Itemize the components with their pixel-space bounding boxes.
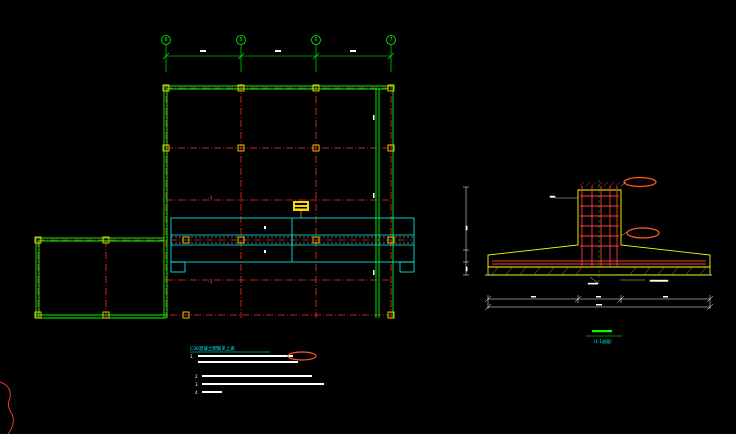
column xyxy=(34,311,42,319)
column xyxy=(237,236,245,244)
right-dimension-marks xyxy=(264,115,375,275)
column xyxy=(182,236,190,244)
column xyxy=(387,236,395,244)
axis-bubble-label-2: 5 xyxy=(239,37,242,43)
column xyxy=(182,311,190,319)
section-bottom-dimension xyxy=(484,295,714,311)
axis-bubble-label-1: 6 xyxy=(164,37,167,43)
top-dimension-line xyxy=(162,52,395,72)
column xyxy=(102,311,110,319)
section-mark-lower[interactable]: -1 xyxy=(208,279,213,285)
note-item-4: 4. xyxy=(195,390,199,395)
column xyxy=(312,84,320,92)
column-cap-hatch xyxy=(579,181,621,187)
columns xyxy=(34,84,395,319)
column xyxy=(312,144,320,152)
section-mark-upper[interactable]: -1 xyxy=(208,195,213,201)
column xyxy=(237,84,245,92)
cushion-hatch xyxy=(491,266,707,276)
axis-bubble-4[interactable]: 7 xyxy=(386,35,396,57)
axis-bubble-label-4: 7 xyxy=(389,37,392,43)
column xyxy=(34,236,42,244)
general-notes: C30混凝土配筋见上表 1. 2. 3. 4. xyxy=(190,345,324,395)
plan-tag xyxy=(293,201,309,218)
column xyxy=(387,144,395,152)
foundation-plan: 6 5 6 7 xyxy=(34,35,415,319)
note-item-1: 1. xyxy=(190,354,194,359)
column xyxy=(102,236,110,244)
column xyxy=(387,311,395,319)
section-dimension-values xyxy=(531,296,668,306)
revision-cloud-mid[interactable] xyxy=(626,227,660,239)
axis-grid xyxy=(37,84,412,318)
revision-cloud-notes[interactable] xyxy=(287,351,317,361)
foundation-beams xyxy=(170,217,415,273)
section-subtitle: (1-1剖面) xyxy=(594,338,612,344)
revision-cloud-top[interactable] xyxy=(623,176,657,188)
section-title-glyphs xyxy=(592,330,612,333)
footing-outline xyxy=(487,189,711,268)
note-item-3: 3. xyxy=(195,382,199,387)
section-height-dimension xyxy=(463,186,469,276)
axis-bubble-label-3: 6 xyxy=(314,37,317,43)
notes-title: C30混凝土配筋见上表 xyxy=(190,345,235,352)
axis-bubble-3[interactable]: 6 xyxy=(311,35,321,57)
hidden-lines xyxy=(171,236,414,244)
grid-axis-bubbles: 6 5 6 7 xyxy=(161,35,396,57)
column xyxy=(387,84,395,92)
column xyxy=(312,236,320,244)
column-rebar xyxy=(492,186,706,266)
wall-outline xyxy=(35,85,394,319)
arc-break-icon xyxy=(0,381,14,434)
axis-bubble-1[interactable]: 6 xyxy=(161,35,171,57)
column xyxy=(162,84,170,92)
column xyxy=(237,144,245,152)
section-leaders xyxy=(549,195,669,285)
note-item-2: 2. xyxy=(195,374,199,379)
foundation-section-1-1: (1-1剖面) xyxy=(463,176,714,344)
top-dimension-values xyxy=(200,50,356,52)
axis-bubble-2[interactable]: 5 xyxy=(236,35,246,57)
column xyxy=(162,144,170,152)
